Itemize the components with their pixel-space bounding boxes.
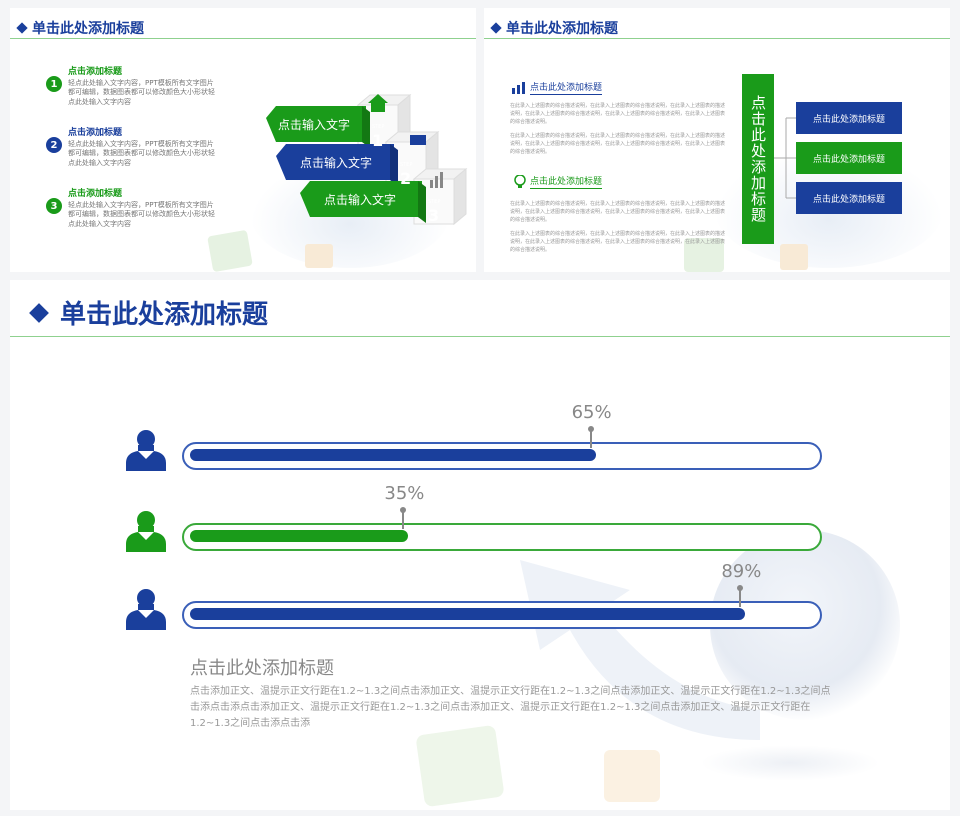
bar-chart-icon [430, 180, 433, 188]
divider [10, 38, 476, 39]
slide-thumbnail-1[interactable]: 单击此处添加标题 1 点击添加标题 轻点此处输入文字内容，PPT模板所有文字图片… [10, 8, 476, 272]
item-title: 点击添加标题 [68, 189, 123, 199]
step-1-arrow [266, 106, 366, 142]
item-body: 轻点此处输入文字内容，PPT模板所有文字图片都可编辑，数据图表都可以修改颜色大小… [68, 79, 215, 106]
lightbulb-icon [514, 174, 526, 188]
progress-track [182, 523, 822, 551]
step-number: 3 [428, 206, 439, 225]
step-number: 1 [372, 131, 383, 150]
body-text: 点击添加正文、温提示正文行距在1.2~1.3之间点击添加正文、温提示正文行距在1… [190, 686, 831, 729]
section-heading: 点击此处添加标题 [512, 80, 603, 95]
slide-title: 单击此处添加标题 [29, 294, 268, 331]
progress-track [182, 442, 822, 470]
paragraph: 在此录入上述图表的综合描述说明，在此录入上述图表的综合描述说明，在此录入上述图表… [510, 201, 726, 223]
section-subtitle: 点击此处添加标题 [190, 658, 334, 679]
paragraph: 在此录入上述图表的综合描述说明，在此录入上述图表的综合描述说明，在此录入上述图表… [510, 231, 726, 253]
cube-decoration [780, 244, 808, 270]
section-heading: 点击此处添加标题 [514, 174, 603, 189]
item-title: 点击添加标题 [68, 67, 123, 77]
step-label: 点击输入文字 [277, 117, 350, 132]
list-item: 3 点击添加标题 轻点此处输入文字内容，PPT模板所有文字图片都可编辑，数据图表… [46, 186, 218, 229]
globe-stand [700, 745, 880, 781]
paragraph: 在此录入上述图表的综合描述说明，在此录入上述图表的综合描述说明，在此录入上述图表… [510, 103, 726, 125]
cube-decoration [305, 244, 333, 268]
step-3-arrow [300, 181, 422, 217]
step-number-badge: 3 [46, 198, 62, 214]
item-title: 点击添加标题 [68, 128, 123, 138]
step-number: 2 [400, 169, 411, 188]
step-label: 点击输入文字 [299, 155, 372, 170]
cube-decoration [207, 229, 253, 272]
cube-decoration [415, 724, 505, 808]
topic-box: 点击此处添加标题 [796, 142, 902, 174]
topic-box: 点击此处添加标题 [796, 102, 902, 134]
svg-text:STEP: STEP [372, 124, 384, 130]
step-number-badge: 1 [46, 76, 62, 92]
topic-box: 点击此处添加标题 [796, 182, 902, 214]
cube-decoration [604, 750, 660, 802]
value-pin [400, 507, 407, 529]
diamond-icon [29, 302, 49, 323]
slide-thumbnail-2[interactable]: 单击此处添加标题 点击此处添加标题 在此录入上述图表的综合描述说明，在此录入上述… [484, 8, 950, 272]
percent-label: 65% [571, 402, 612, 423]
step-diagram: 1 STEP 2 STEP 3 STEP [266, 93, 468, 226]
home-icon [368, 94, 388, 112]
list-item: 2 点击添加标题 轻点此处输入文字内容，PPT模板所有文字图片都可编辑，数据图表… [46, 125, 218, 168]
diamond-icon [16, 22, 28, 34]
connector-lines [774, 117, 798, 199]
slide-title: 单击此处添加标题 [16, 18, 144, 38]
progress-track [182, 601, 822, 629]
progress-fill [190, 449, 596, 461]
main-slide: 单击此处添加标题 65% 35% 89% 点击此处添加标题 点击添加正文、温提示正文… [10, 280, 950, 810]
step-2-arrow [276, 144, 394, 180]
paragraph: 在此录入上述图表的综合描述说明，在此录入上述图表的综合描述说明，在此录入上述图表… [510, 133, 726, 155]
cube-decoration [684, 238, 724, 272]
list-item: 1 点击添加标题 轻点此处输入文字内容，PPT模板所有文字图片都可编辑，数据图表… [46, 64, 218, 107]
divider [484, 38, 950, 39]
percent-label: 89% [721, 561, 762, 582]
laptop-icon [410, 135, 426, 145]
value-pin [587, 426, 594, 448]
slide-title: 单击此处添加标题 [490, 18, 618, 38]
svg-text:STEP: STEP [400, 162, 412, 168]
percent-label: 35% [384, 483, 425, 504]
item-body: 轻点此处输入文字内容，PPT模板所有文字图片都可编辑，数据图表都可以修改颜色大小… [68, 140, 215, 167]
person-icon [124, 510, 168, 556]
progress-fill [190, 608, 746, 620]
bar-chart-icon [512, 81, 525, 94]
vertical-title: 点击此处添加标题 [742, 74, 774, 244]
value-pin [737, 585, 744, 607]
step-number-badge: 2 [46, 137, 62, 153]
progress-fill [190, 530, 409, 542]
diamond-icon [490, 22, 502, 34]
divider [10, 336, 950, 337]
person-icon [124, 588, 168, 634]
item-body: 轻点此处输入文字内容，PPT模板所有文字图片都可编辑，数据图表都可以修改颜色大小… [68, 201, 215, 228]
person-icon [124, 429, 168, 475]
step-label: 点击输入文字 [323, 192, 396, 207]
svg-text:STEP: STEP [428, 199, 440, 205]
